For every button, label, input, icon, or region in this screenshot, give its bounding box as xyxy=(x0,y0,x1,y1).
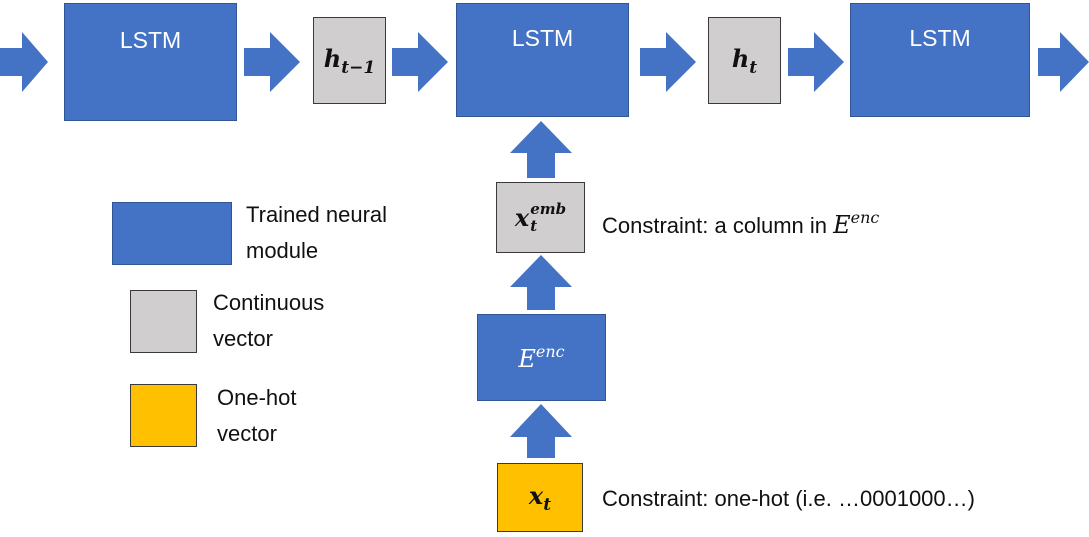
hidden-state-prev: ht−1 xyxy=(313,17,386,104)
arrow-xemb-to-lstm2 xyxy=(510,121,572,178)
h-prev-subscript: t−1 xyxy=(341,57,376,78)
lstm-block-1: LSTM xyxy=(64,3,237,121)
lstm-block-2: LSTM xyxy=(456,3,629,117)
arrow-lstm2-to-ht xyxy=(640,32,696,92)
legend-swatch-trained xyxy=(112,202,232,265)
x-t-symbol: x xyxy=(528,480,544,510)
legend-trained-line1: Trained neural xyxy=(246,202,388,227)
x-emb-superscript: emb xyxy=(530,199,567,218)
legend-onehot-line2: vector xyxy=(217,421,277,446)
lstm-label-1: LSTM xyxy=(119,26,182,53)
encoder-matrix: Eenc xyxy=(477,314,606,401)
legend-continuous-line2: vector xyxy=(213,326,273,351)
lstm-block-3: LSTM xyxy=(850,3,1030,117)
embedding-constraint: Constraint: a column in Eenc xyxy=(602,200,879,244)
lstm-label-2: LSTM xyxy=(511,24,574,51)
embedding-constraint-text: Constraint: a column in xyxy=(602,213,834,238)
legend-swatch-onehot xyxy=(130,384,197,447)
arrow-lstm1-to-hprev xyxy=(244,32,300,92)
one-hot-input: xt xyxy=(497,463,583,532)
x-emb-symbol: x xyxy=(514,203,530,232)
arrow-xt-to-encoder xyxy=(510,404,572,458)
legend-label-trained: Trained neural module xyxy=(246,197,387,269)
legend-swatch-continuous xyxy=(130,290,197,353)
legend-label-onehot: One-hot vector xyxy=(217,380,297,452)
arrow-into-lstm-1 xyxy=(0,32,48,92)
hidden-state-t: ht xyxy=(708,17,781,104)
h-prev-symbol: h xyxy=(323,43,342,73)
legend-continuous-line1: Continuous xyxy=(213,290,325,315)
embedding-vector: x emb t xyxy=(496,182,585,253)
encoder-symbol: E xyxy=(518,345,536,373)
legend-trained-line2: module xyxy=(246,238,319,263)
embedding-constraint-E: E xyxy=(833,211,851,239)
h-t-subscript: t xyxy=(749,57,758,78)
arrow-ht-to-lstm3 xyxy=(788,32,844,92)
arrow-encoder-to-xemb xyxy=(510,255,572,310)
arrow-hprev-to-lstm2 xyxy=(392,32,448,92)
lstm-label-3: LSTM xyxy=(909,24,971,51)
legend-label-continuous: Continuous vector xyxy=(213,285,324,357)
arrow-out-of-lstm-3 xyxy=(1038,32,1089,92)
one-hot-constraint: Constraint: one-hot (i.e. …0001000…) xyxy=(602,486,975,511)
x-emb-subscript: t xyxy=(530,216,538,235)
encoder-superscript: enc xyxy=(535,342,565,361)
legend-onehot-line1: One-hot xyxy=(217,385,297,410)
h-t-symbol: h xyxy=(731,43,750,73)
embedding-constraint-enc: enc xyxy=(850,208,880,227)
x-t-subscript: t xyxy=(543,494,552,515)
